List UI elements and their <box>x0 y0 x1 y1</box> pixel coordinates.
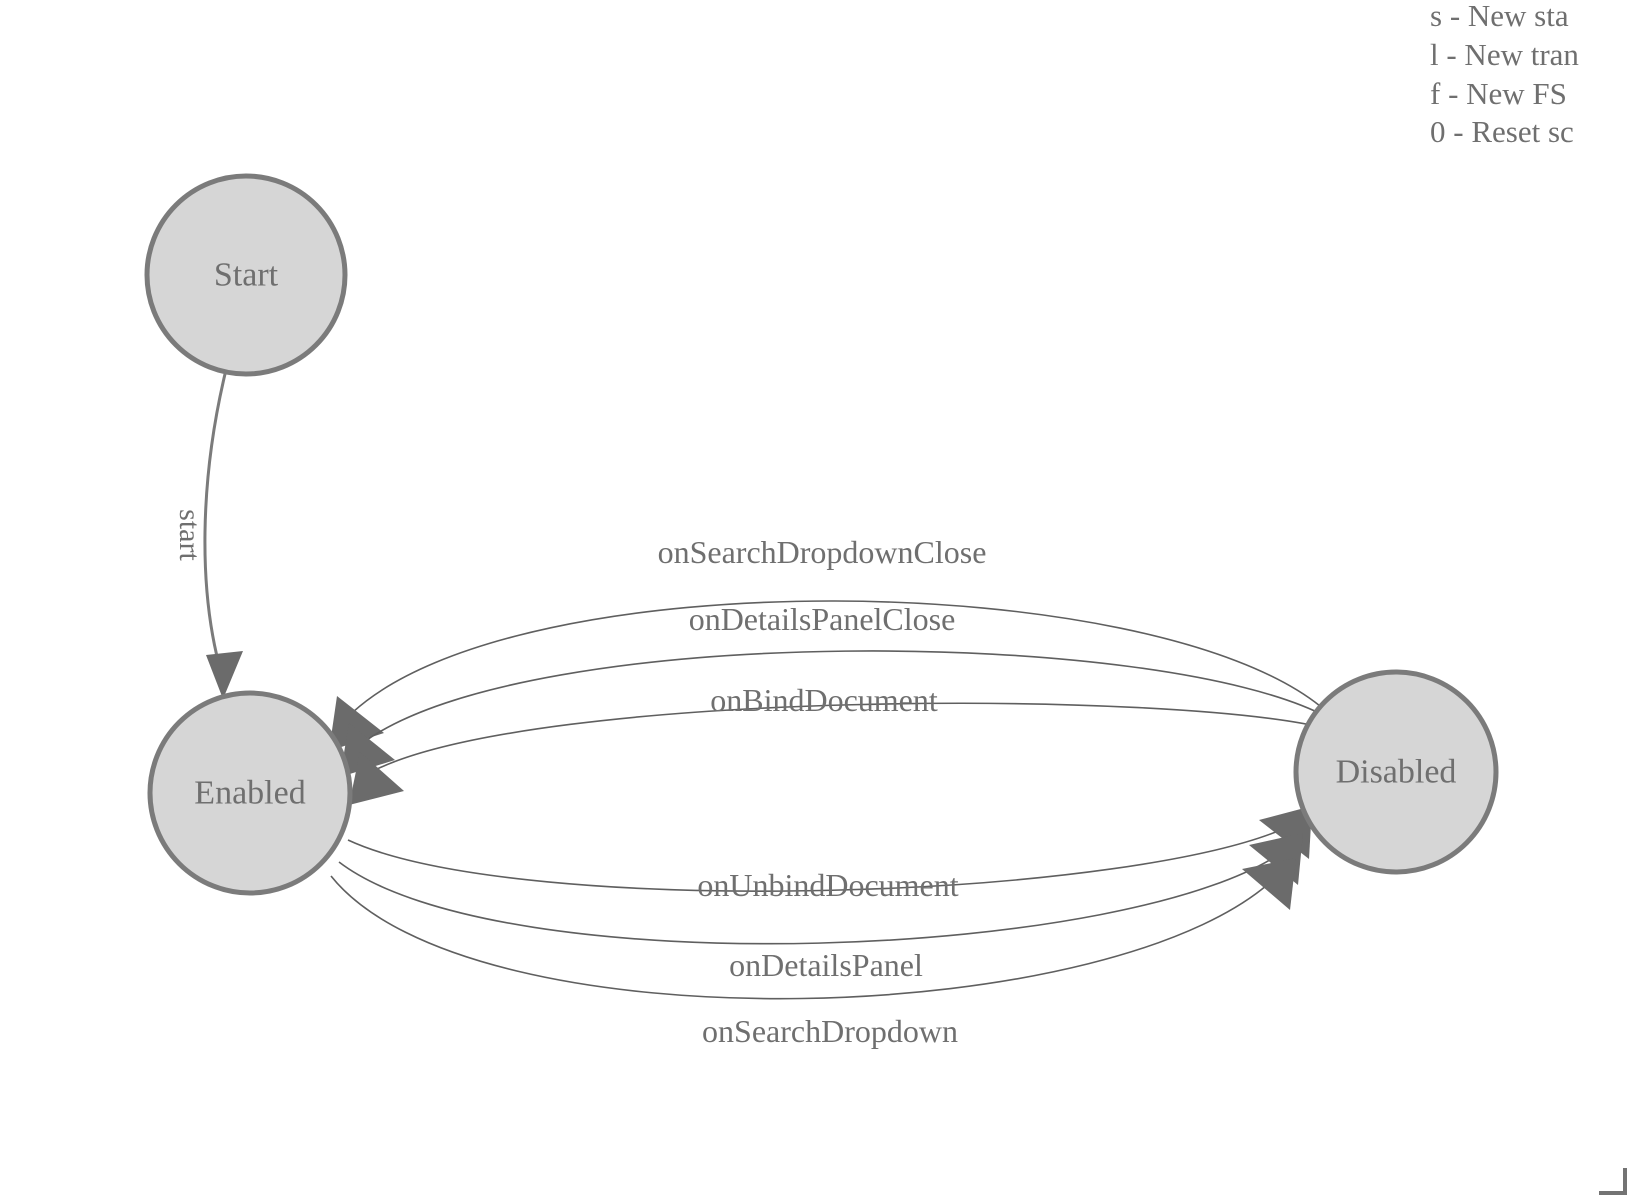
transition-ondetailspanelclose[interactable]: onDetailsPanelClose <box>340 601 1328 777</box>
state-node-enabled[interactable]: Enabled <box>147 690 353 896</box>
state-node-start-circle <box>144 173 348 377</box>
state-node-start[interactable]: Start <box>144 173 348 377</box>
transition-ondetailspanel-label: onDetailsPanel <box>729 947 923 983</box>
transition-onbinddocument-path <box>374 702 1326 771</box>
transition-start-path <box>203 373 227 673</box>
transition-ondetailspanel-path <box>338 847 1289 945</box>
state-node-disabled-circle <box>1293 669 1499 875</box>
transition-onbinddocument-label: onBindDocument <box>710 682 938 718</box>
transition-onbinddocument-arrowhead <box>349 752 404 805</box>
transition-onsearchdropdown[interactable]: onSearchDropdown <box>330 858 1296 1049</box>
transition-onbinddocument[interactable]: onBindDocument <box>349 682 1326 805</box>
transition-ondetailspanel[interactable]: onDetailsPanel <box>338 833 1303 983</box>
state-node-disabled[interactable]: Disabled <box>1293 669 1499 875</box>
transition-onsearchdropdownclose-path <box>352 600 1321 713</box>
transition-ondetailspanelclose-label: onDetailsPanelClose <box>689 601 956 637</box>
transition-onsearchdropdownclose[interactable]: onSearchDropdownClose <box>329 534 1321 751</box>
help-line-new-state: s - New sta <box>1430 0 1569 33</box>
transition-ondetailspanelclose-arrowhead <box>340 723 395 777</box>
state-node-start-label: Start <box>214 257 279 294</box>
transition-start-label: start <box>173 509 206 561</box>
state-node-enabled-circle <box>147 690 353 896</box>
help-line-new-transition: l - New tran <box>1430 37 1579 72</box>
corner-resize-handle-horizontal <box>1599 1191 1627 1195</box>
corner-resize-handle[interactable] <box>1599 1168 1627 1195</box>
transition-onsearchdropdown-label: onSearchDropdown <box>702 1013 958 1049</box>
transition-onsearchdropdownclose-label: onSearchDropdownClose <box>658 534 987 570</box>
transition-onunbinddocument-label: onUnbindDocument <box>697 867 958 903</box>
state-node-disabled-label: Disabled <box>1336 754 1457 791</box>
state-node-enabled-label: Enabled <box>194 775 305 812</box>
transition-onunbinddocument-path <box>347 821 1299 892</box>
transition-start-arrowhead <box>206 651 243 699</box>
help-line-reset-scale: 0 - Reset sc <box>1430 114 1574 149</box>
help-line-new-fsm: f - New FS <box>1430 76 1567 111</box>
transition-onsearchdropdown-arrowhead <box>1242 858 1296 910</box>
transition-ondetailspanelclose-path <box>363 650 1328 743</box>
transition-onsearchdropdown-path <box>330 871 1282 1000</box>
transition-start[interactable]: start <box>173 373 243 699</box>
corner-resize-handle-vertical <box>1623 1168 1627 1195</box>
transition-onunbinddocument[interactable]: onUnbindDocument <box>347 806 1312 903</box>
